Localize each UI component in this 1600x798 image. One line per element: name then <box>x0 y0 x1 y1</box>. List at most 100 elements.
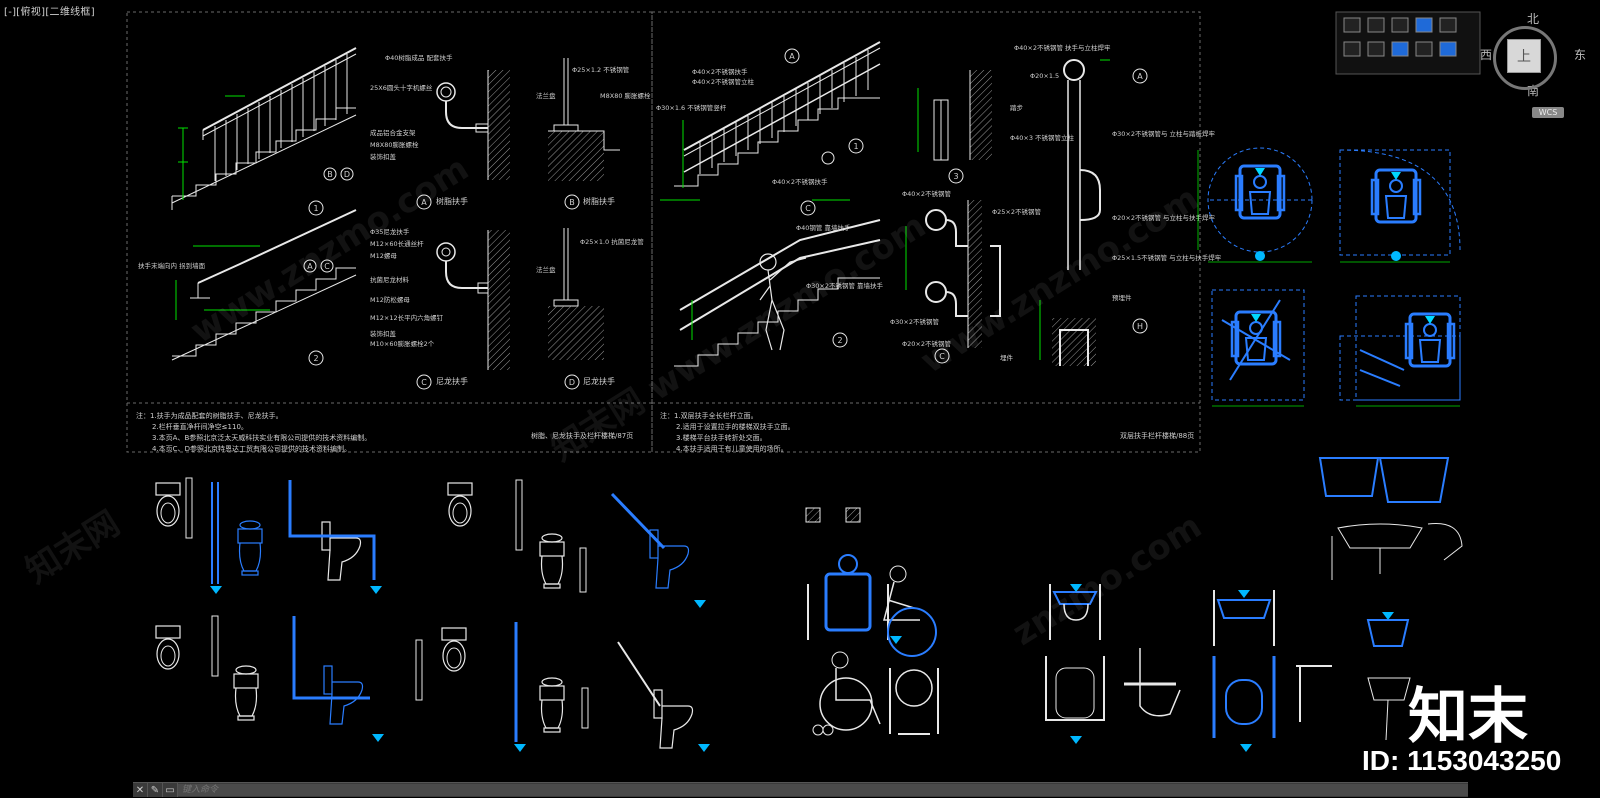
svg-text:25X6圆头十字机螺丝: 25X6圆头十字机螺丝 <box>370 83 433 92</box>
sheet-1-callouts: Φ40树脂成品 配套扶手 25X6圆头十字机螺丝 成品铝合金支架 M8X80膨胀… <box>138 53 651 348</box>
sheet-2-dims <box>660 59 1110 360</box>
view-cube-compass-ring[interactable] <box>1493 26 1557 90</box>
svg-text:Φ20×2不锈钢管 与立柱与扶手焊牢: Φ20×2不锈钢管 与立柱与扶手焊牢 <box>1112 213 1216 222</box>
svg-text:Φ30×1.6 不锈钢管竖杆: Φ30×1.6 不锈钢管竖杆 <box>656 103 727 112</box>
svg-text:Φ35尼龙扶手: Φ35尼龙扶手 <box>370 227 410 236</box>
svg-text:Φ40×2不锈钢扶手: Φ40×2不锈钢扶手 <box>692 67 748 76</box>
svg-text:2: 2 <box>837 336 842 345</box>
svg-text:M12防松螺母: M12防松螺母 <box>370 295 410 304</box>
svg-text:Φ40×2不锈钢管: Φ40×2不锈钢管 <box>902 189 951 198</box>
svg-text:Φ30×2不锈钢管 靠墙扶手: Φ30×2不锈钢管 靠墙扶手 <box>806 281 884 290</box>
svg-text:A: A <box>789 52 795 61</box>
sheet-2-page-title: 双层扶手栏杆楼梯/88页 <box>1120 431 1194 440</box>
svg-text:注：1.双层扶手全长栏杆立面。: 注：1.双层扶手全长栏杆立面。 <box>660 411 758 420</box>
svg-text:Φ20×1.5: Φ20×1.5 <box>1030 72 1059 80</box>
svg-text:M8X80 膨胀螺栓: M8X80 膨胀螺栓 <box>600 91 651 100</box>
caption-d: 尼龙扶手 <box>583 376 615 386</box>
sheet-2-notes: 注：1.双层扶手全长栏杆立面。 2.适用于设置拉手的楼梯双扶手立面。 3.楼梯平… <box>660 411 1194 453</box>
stair-1-balusters <box>214 54 348 181</box>
close-icon[interactable]: ✕ <box>133 783 148 797</box>
sheet-2-details <box>925 59 1101 366</box>
viewport-controls[interactable]: [-][俯视][二维线框] <box>4 7 95 18</box>
svg-text:成品铝合金支架: 成品铝合金支架 <box>370 128 416 137</box>
toilet-grab-bar-set-2 <box>415 479 710 752</box>
svg-text:Φ40×2不锈钢管 扶手与立柱焊牢: Φ40×2不锈钢管 扶手与立柱焊牢 <box>1014 43 1111 52</box>
svg-text:埋件: 埋件 <box>1000 353 1014 362</box>
svg-text:C: C <box>805 204 811 213</box>
svg-text:M12螺母: M12螺母 <box>370 251 397 260</box>
caption-a: 树脂扶手 <box>436 196 468 206</box>
svg-text:Φ20×2不锈钢管: Φ20×2不锈钢管 <box>902 339 951 348</box>
sheet-1-frame <box>126 11 653 453</box>
wheelchair-dims <box>1197 150 1460 407</box>
svg-text:Φ25×2不锈钢管: Φ25×2不锈钢管 <box>992 207 1041 216</box>
wrench-icon[interactable]: ✎ <box>148 783 163 797</box>
svg-text:Φ30×2不锈钢管与 立柱与踏板焊牢: Φ30×2不锈钢管与 立柱与踏板焊牢 <box>1112 129 1216 138</box>
wcs-menu-button[interactable]: WCS <box>1532 107 1564 118</box>
svg-text:4.本扶手适用于有儿童使用的场所。: 4.本扶手适用于有儿童使用的场所。 <box>676 444 788 453</box>
svg-text:Φ25×1.0 抗菌尼龙管: Φ25×1.0 抗菌尼龙管 <box>580 237 644 246</box>
detail-b-section <box>548 58 620 181</box>
detail-a-section <box>436 70 510 180</box>
detail-label-a: A <box>421 198 427 207</box>
sheet-1-circle-marks <box>303 167 580 390</box>
wheelchair-figures <box>805 507 939 736</box>
detail-label-c: C <box>421 378 427 387</box>
child-figure <box>759 253 807 351</box>
svg-text:B: B <box>327 170 333 179</box>
svg-text:3: 3 <box>953 172 958 181</box>
command-line: ✕ ✎ ▭ <box>133 782 1468 797</box>
sheet-2-callouts: Φ40×2不锈钢扶手 Φ40×2不锈钢管立柱 Φ30×1.6 不锈钢管竖杆 Φ4… <box>656 43 1222 362</box>
svg-text:4.本页C、D参照北京特恩达工贸有限公司提供的技术资料编制。: 4.本页C、D参照北京特恩达工贸有限公司提供的技术资料编制。 <box>152 444 351 453</box>
view-cube[interactable]: 北 西 东 南 上 WCS <box>1476 10 1590 120</box>
svg-text:A: A <box>307 262 313 271</box>
svg-text:Φ25×1.5不锈钢管 与立柱与扶手焊牢: Φ25×1.5不锈钢管 与立柱与扶手焊牢 <box>1112 253 1222 262</box>
svg-text:Φ40树脂成品 配套扶手: Φ40树脂成品 配套扶手 <box>385 53 453 62</box>
svg-text:M10×60膨胀螺栓2个: M10×60膨胀螺栓2个 <box>370 339 435 348</box>
caption-b: 树脂扶手 <box>583 196 615 206</box>
command-history-icon[interactable]: ▭ <box>163 783 178 797</box>
svg-text:扶手末端向内 拐到墙面: 扶手末端向内 拐到墙面 <box>138 261 206 270</box>
svg-text:法兰盘: 法兰盘 <box>536 265 556 274</box>
svg-text:A: A <box>1137 72 1143 81</box>
svg-text:预埋件: 预埋件 <box>1112 293 1132 302</box>
wheelchair-turning-diagrams <box>1207 147 1461 401</box>
stair-elevation-2 <box>171 209 357 361</box>
svg-text:C: C <box>939 352 945 361</box>
view-cube-top-face[interactable]: 上 <box>1507 39 1541 73</box>
svg-text:1: 1 <box>853 142 858 151</box>
view-cube-north[interactable]: 北 <box>1527 12 1540 26</box>
sheet-1-page-title: 树脂、尼龙扶手及栏杆楼梯/87页 <box>531 431 633 440</box>
washbasin-grab-bars <box>1212 457 1463 752</box>
svg-text:3.楼梯平台扶手转折处交面。: 3.楼梯平台扶手转折处交面。 <box>676 433 767 442</box>
svg-text:Φ40×3 不锈钢管立柱: Φ40×3 不锈钢管立柱 <box>1010 133 1075 142</box>
sheet-2-frame <box>651 11 1201 453</box>
stair-elevation-1 <box>171 47 357 210</box>
brand-logo-text: 知末 <box>1408 682 1528 752</box>
tool-palette-thumbnails[interactable] <box>1335 11 1481 75</box>
svg-text:装饰扣盖: 装饰扣盖 <box>370 152 397 161</box>
svg-text:装饰扣盖: 装饰扣盖 <box>370 329 397 338</box>
urinal-grab-bars <box>1045 584 1181 744</box>
view-cube-west[interactable]: 西 <box>1480 48 1493 62</box>
command-input[interactable] <box>178 784 1468 796</box>
svg-text:注：1.扶手为成品配套的树脂扶手、尼龙扶手。: 注：1.扶手为成品配套的树脂扶手、尼龙扶手。 <box>136 411 283 420</box>
detail-label-d: D <box>569 378 575 387</box>
toilet-grab-bar-set-1 <box>155 477 384 742</box>
svg-text:Φ40钢管 靠墙扶手: Φ40钢管 靠墙扶手 <box>796 223 851 232</box>
svg-text:3.本页A、B参照北京泛太天威科扶实业有限公司提供的技术资料: 3.本页A、B参照北京泛太天威科扶实业有限公司提供的技术资料编制。 <box>152 433 371 442</box>
sheet-2-circle-marks <box>784 48 1148 364</box>
detail-c-section <box>436 230 510 370</box>
svg-text:H: H <box>1137 322 1143 331</box>
detail-d-section <box>548 228 604 360</box>
stair-1-dims <box>175 95 270 320</box>
detail-label-b: B <box>569 198 575 207</box>
svg-text:M12×60长通丝杆: M12×60长通丝杆 <box>370 239 424 248</box>
view-cube-east[interactable]: 东 <box>1574 48 1587 62</box>
svg-text:踏步: 踏步 <box>1010 103 1024 112</box>
svg-text:Φ30×2不锈钢管: Φ30×2不锈钢管 <box>890 317 939 326</box>
asset-id-label: ID: 1153043250 <box>1362 745 1562 776</box>
caption-c: 尼龙扶手 <box>436 376 468 386</box>
stair-3-balusters <box>699 50 869 174</box>
